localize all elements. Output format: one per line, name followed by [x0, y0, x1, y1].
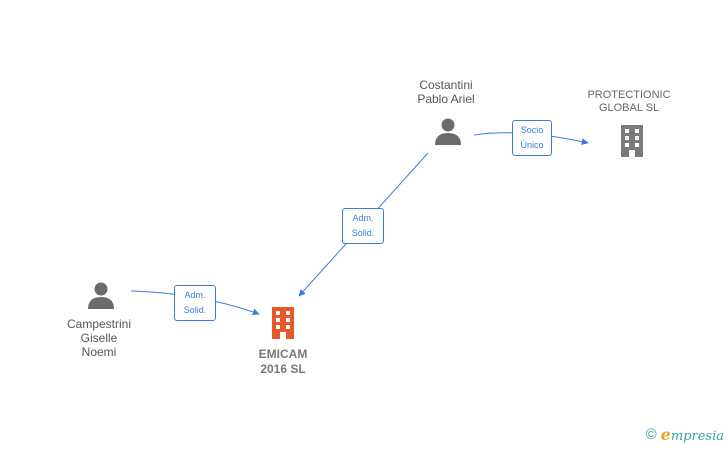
- brand-logo[interactable]: empresia: [661, 425, 724, 444]
- person-icon[interactable]: [86, 280, 116, 310]
- node-label-campestrini: Campestrini Giselle Noemi: [66, 317, 132, 359]
- node-label-emicam: EMICAM 2016 SL: [258, 347, 308, 376]
- edge-label-adm-solid-campestrini: Adm. Solid.: [174, 285, 216, 321]
- brand-logo-text: mpresia: [670, 429, 724, 444]
- footer-brand: © empresia: [646, 425, 724, 444]
- building-icon[interactable]: [268, 306, 298, 340]
- node-label-costantini: Costantini Pablo Ariel: [417, 78, 475, 106]
- node-label-protectionic: PROTECTIONIC GLOBAL SL: [587, 89, 671, 114]
- brand-logo-initial: e: [660, 425, 671, 444]
- person-icon[interactable]: [433, 116, 463, 146]
- edge-label-adm-solid-costantini: Adm. Solid.: [342, 208, 384, 244]
- edge-label-socio-unico: Socio Único: [512, 120, 552, 156]
- building-icon[interactable]: [617, 124, 647, 158]
- copyright-icon: ©: [645, 426, 657, 443]
